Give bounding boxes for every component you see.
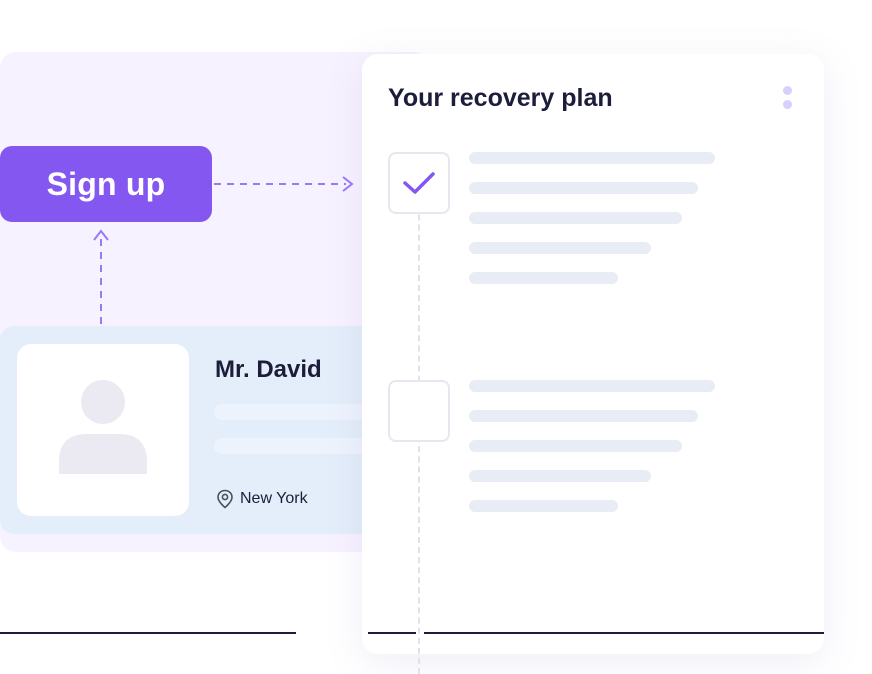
task-checkbox-checked[interactable] xyxy=(388,152,450,214)
divider xyxy=(368,632,416,634)
task-text-placeholder xyxy=(469,272,618,284)
map-pin-icon xyxy=(217,489,233,509)
divider xyxy=(0,632,296,634)
task-text-placeholder xyxy=(469,440,682,452)
task-text-placeholder xyxy=(469,212,682,224)
more-vertical-icon[interactable] xyxy=(782,86,792,112)
task-text-placeholder xyxy=(469,242,651,254)
avatar xyxy=(17,344,189,516)
task-text-placeholder xyxy=(469,182,698,194)
task-text-placeholder xyxy=(469,380,715,392)
profile-name: Mr. David xyxy=(215,356,322,383)
plan-title: Your recovery plan xyxy=(388,84,613,112)
profile-card: Mr. David New York xyxy=(0,326,380,534)
task-checkbox-unchecked[interactable] xyxy=(388,380,450,442)
divider xyxy=(424,632,824,634)
profile-detail-placeholder xyxy=(214,438,380,454)
recovery-plan-card: Your recovery plan xyxy=(362,54,824,674)
task-text-placeholder xyxy=(469,470,651,482)
sign-up-button[interactable]: Sign up xyxy=(0,146,212,222)
location-label: New York xyxy=(240,490,308,507)
profile-location: New York xyxy=(216,489,308,509)
task-text-placeholder xyxy=(469,410,698,422)
profile-detail-placeholder xyxy=(214,404,380,420)
user-avatar-icon xyxy=(59,380,147,474)
checkmark-icon xyxy=(403,172,435,194)
task-text-placeholder xyxy=(469,500,618,512)
task-text-placeholder xyxy=(469,152,715,164)
